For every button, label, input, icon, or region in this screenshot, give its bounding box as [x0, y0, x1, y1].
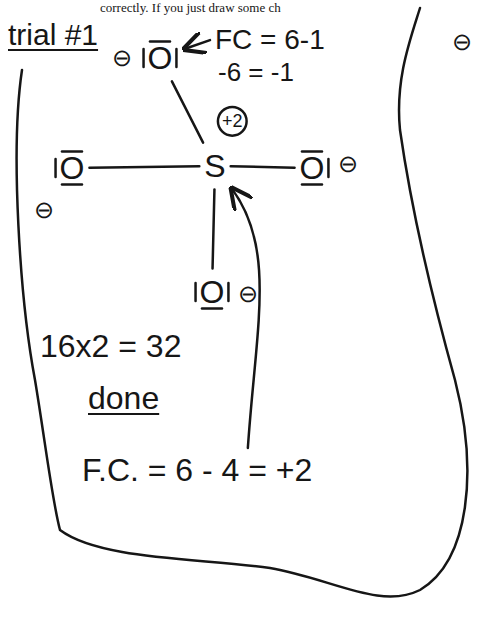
- done-note: done: [88, 380, 159, 417]
- atom-symbol: O: [148, 40, 173, 77]
- atom-letter: O: [300, 150, 325, 187]
- charge-circle: [218, 107, 247, 136]
- enclosing-loop: [17, 8, 468, 596]
- atom-symbol: O: [200, 274, 225, 311]
- bond-line: [172, 81, 203, 142]
- charge-sign: ⊖: [112, 44, 132, 72]
- charge-sign: ⊖: [452, 28, 472, 56]
- lone-pair-bar: [142, 49, 145, 67]
- bond-line: [89, 166, 199, 168]
- atom-letter: O: [60, 150, 85, 187]
- cut-off-text: correctly. If you just draw some ch: [100, 1, 281, 16]
- atom-symbol: S: [204, 148, 225, 185]
- lone-pair-bar: [327, 159, 330, 177]
- atom-symbol: O: [300, 150, 325, 187]
- lone-pair-bar: [175, 49, 178, 67]
- lone-pair-bar: [54, 159, 57, 177]
- bond-line: [231, 166, 295, 167]
- formal-charge-note: F.C. = 6 - 4 = +2: [82, 452, 312, 489]
- charge-label: +2: [222, 111, 243, 132]
- charge-sign: ⊖: [338, 150, 358, 178]
- lone-pair-bar: [194, 283, 197, 301]
- bond-line: [213, 189, 215, 268]
- pointer-arrow: [184, 40, 210, 49]
- pointer-arrow: [232, 188, 260, 448]
- atom-letter: O: [200, 274, 225, 311]
- formal-charge-note: FC = 6-1: [215, 24, 325, 56]
- lone-pair-bar: [227, 283, 230, 301]
- electron-count: 16x2 = 32: [40, 328, 181, 365]
- atom-symbol: O: [60, 150, 85, 187]
- atom-letter: S: [204, 148, 225, 185]
- charge-sign: ⊖: [238, 280, 258, 308]
- charge-sign: ⊖: [34, 196, 54, 224]
- atom-letter: O: [148, 40, 173, 77]
- formal-charge-note: -6 = -1: [218, 58, 294, 88]
- trial-heading: trial #1: [8, 18, 98, 53]
